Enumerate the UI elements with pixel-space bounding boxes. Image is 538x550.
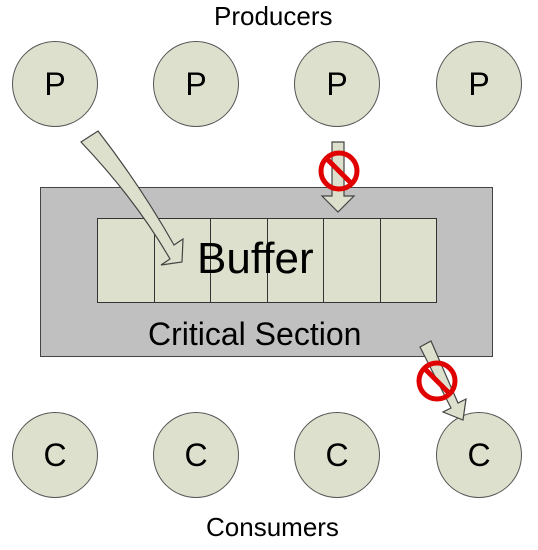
buffer-slot <box>380 219 436 302</box>
no-entry-icon <box>416 360 458 402</box>
no-entry-icon <box>318 150 360 192</box>
consumer-node: C <box>12 412 98 498</box>
buffer-slot <box>267 219 324 302</box>
consumer-node: C <box>436 412 522 498</box>
buffer-label: Buffer <box>197 234 314 283</box>
producer-node: P <box>153 41 239 127</box>
producer-arrow <box>80 130 184 266</box>
producer-node: P <box>436 41 522 127</box>
consumer-node: C <box>153 412 239 498</box>
blocked-producer-arrow <box>320 141 356 213</box>
buffer-slot <box>324 219 381 302</box>
critical-section-label: Critical Section <box>148 316 362 352</box>
producer-node: P <box>12 41 98 127</box>
buffer-slot <box>211 219 268 302</box>
producers-label: Producers <box>214 1 333 31</box>
blocked-consumer-arrow <box>419 340 467 421</box>
producer-node: P <box>294 41 380 127</box>
consumer-node: C <box>294 412 380 498</box>
buffer-slot <box>98 219 155 302</box>
consumers-label: Consumers <box>206 512 339 542</box>
buffer <box>97 218 437 303</box>
